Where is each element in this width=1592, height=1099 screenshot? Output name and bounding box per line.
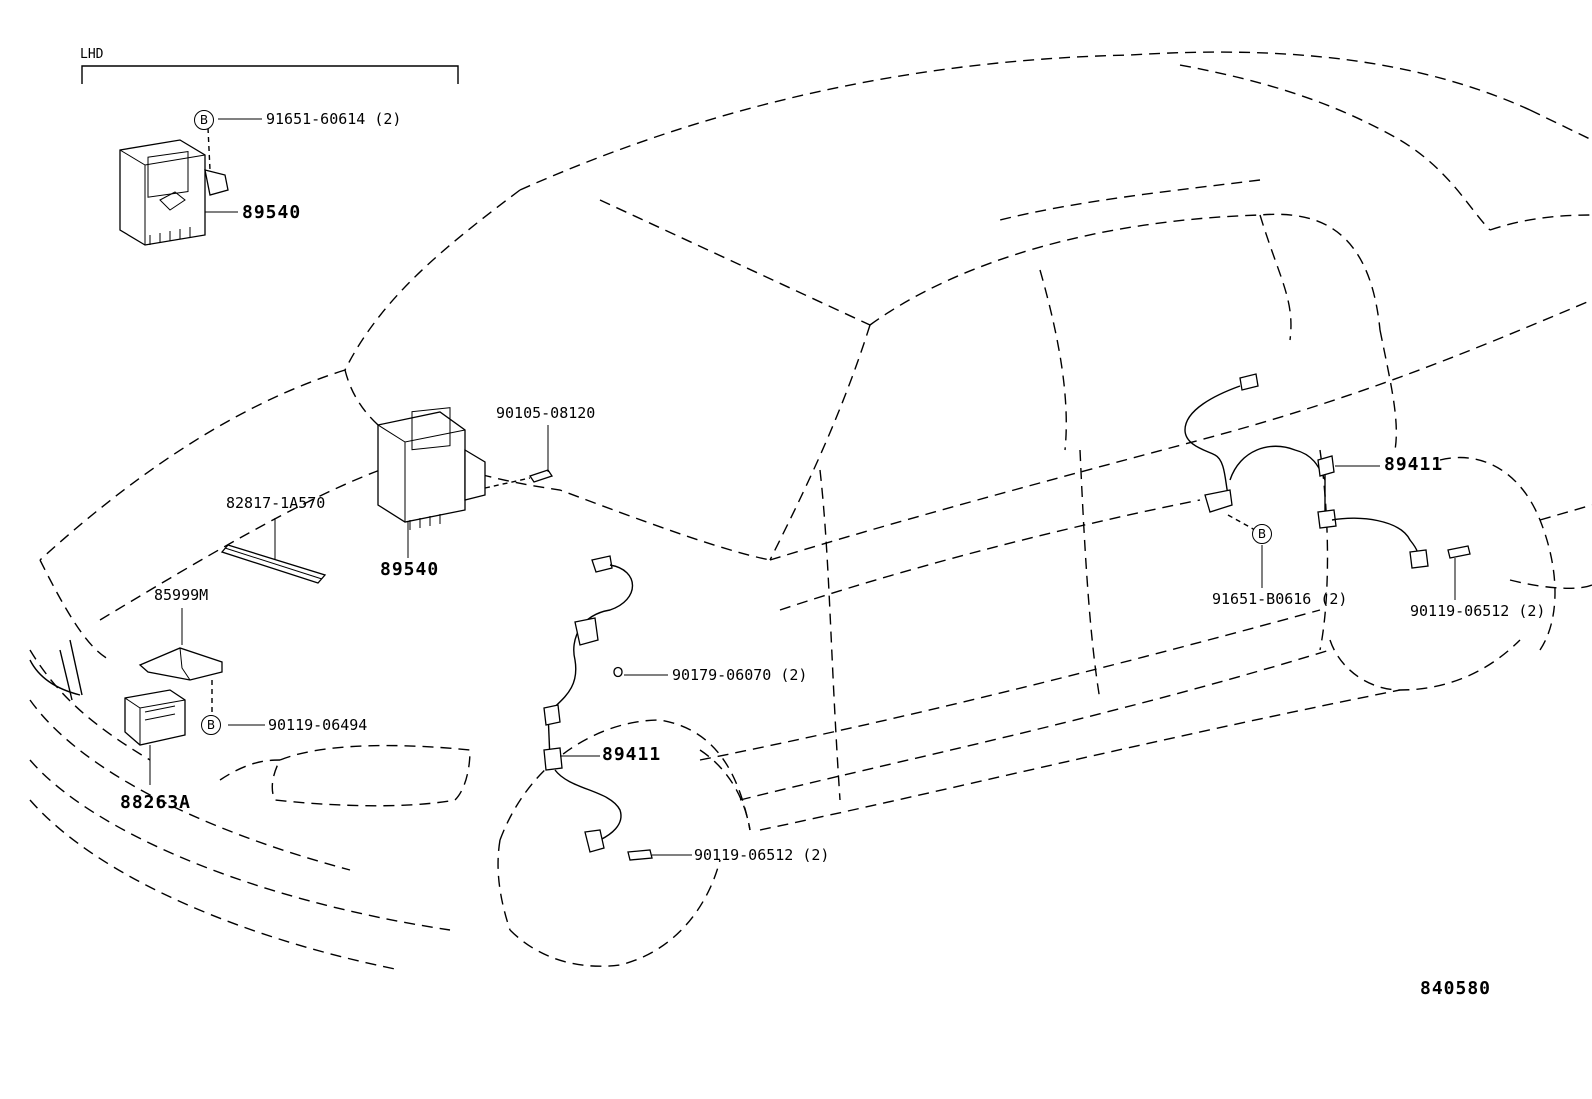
label-89411-front: 89411 [602, 744, 662, 765]
callout-b-rear: B [1252, 524, 1272, 544]
label-89411-rear: 89411 [1384, 454, 1444, 475]
ecu-main [377, 407, 554, 558]
label-88263a: 88263A [120, 792, 192, 813]
label-85999m: 85999M [154, 586, 209, 604]
diagram-number: 840580 [1420, 978, 1492, 999]
lhd-bracket [81, 65, 459, 84]
label-90119-06512-front: 90119-06512 (2) [694, 846, 830, 864]
label-90119-06494: 90119-06494 [268, 716, 368, 734]
label-90119-06512-rear: 90119-06512 (2) [1410, 602, 1546, 620]
label-90179-06070: 90179-06070 (2) [672, 666, 808, 684]
label-89540-main: 89540 [380, 559, 440, 580]
rear-sensor-harness [1184, 373, 1471, 600]
lhd-label: LHD [80, 47, 104, 62]
ecu-upper-lhd [119, 118, 262, 246]
car-body-outline [29, 51, 1592, 971]
tape-strip [220, 518, 327, 584]
label-90105-08120: 90105-08120 [496, 404, 596, 422]
callout-b-front: B [201, 715, 221, 735]
label-91651-60614: 91651-60614 (2) [266, 110, 402, 128]
label-82817-1a570: 82817-1A570 [226, 494, 326, 512]
bracket-and-connector [124, 608, 265, 785]
callout-b-upper: B [194, 110, 214, 130]
label-89540-upper: 89540 [242, 202, 302, 223]
front-sensor-harness [543, 555, 692, 861]
label-91651-b0616: 91651-B0616 (2) [1212, 590, 1348, 608]
